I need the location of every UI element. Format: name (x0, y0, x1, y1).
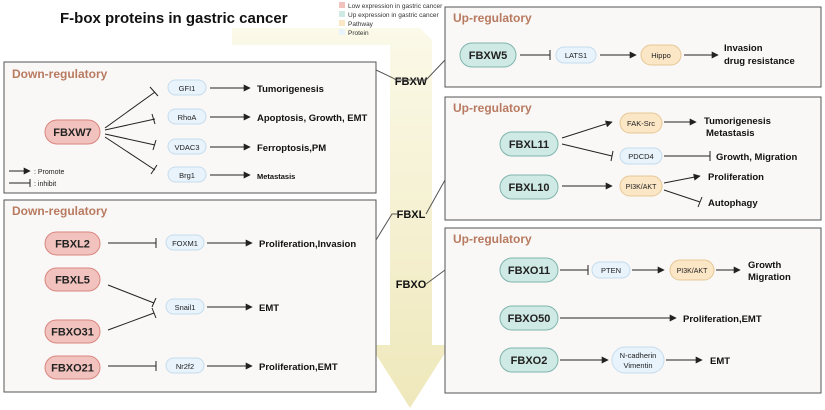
legend-promote-label: : Promote (34, 169, 64, 176)
legend-up-label: Up expression in gastric cancer (348, 12, 440, 19)
svg-text:Nr2f2: Nr2f2 (176, 362, 194, 371)
panel-up-fbxl-header: Up-regulatory (453, 101, 532, 115)
outcome-proliferation-emt-fbxo50: Proliferation,EMT (683, 314, 762, 325)
panel-up-fbxo-header: Up-regulatory (453, 232, 532, 246)
gene-fbxo50: FBXO50 (499, 305, 559, 331)
figure-title: F-box proteins in gastric cancer (60, 10, 288, 27)
down-fbxl-edges (107, 238, 253, 371)
svg-text:LATS1: LATS1 (565, 51, 587, 60)
family-label-fbxo: FBXO (396, 279, 427, 291)
svg-text:RhoA: RhoA (178, 113, 197, 122)
fbxw7-edges (104, 84, 251, 179)
outcome-drug-resistance: drug resistance (724, 56, 795, 67)
protein-nr2f2: Nr2f2 (165, 357, 205, 374)
svg-text:FBXO50: FBXO50 (508, 313, 551, 325)
svg-text:FBXL2: FBXL2 (55, 239, 90, 251)
gene-fbxw5: FBXW5 (459, 42, 517, 68)
outcome-proliferation-invasion: Proliferation,Invasion (259, 239, 356, 250)
top-legend: Low expression in gastric cancer Up expr… (339, 2, 443, 37)
outcome-proliferation-emt: Proliferation,EMT (259, 362, 338, 373)
family-label-fbxl: FBXL (397, 209, 426, 221)
protein-pten: PTEN (591, 261, 631, 279)
svg-text:FBXL10: FBXL10 (509, 182, 550, 194)
protein-snail1: Snail1 (165, 298, 205, 315)
outcome-tumorigenesis-fak: Tumorigenesis (704, 116, 771, 127)
gene-fbxl5: FBXL5 (44, 267, 101, 292)
svg-text:PTEN: PTEN (601, 266, 621, 275)
protein-vdac3: VDAC3 (167, 138, 207, 155)
panel-fbxw7-header: Down-regulatory (12, 67, 108, 81)
svg-text:Vimentin: Vimentin (623, 361, 652, 370)
gene-fbxl11: FBXL11 (499, 131, 559, 157)
svg-text:FBXO2: FBXO2 (511, 355, 548, 367)
svg-text:FBXW5: FBXW5 (469, 50, 508, 62)
protein-pdcd4: PDCD4 (619, 147, 663, 165)
protein-ncadherin-vimentin: N-cadherin Vimentin (611, 346, 665, 374)
pathway-pi3k-akt-fbxl10: PI3K/AKT (619, 175, 663, 197)
svg-text:Brg1: Brg1 (179, 171, 195, 180)
panel-down-fbxl-header: Down-regulatory (12, 204, 108, 218)
protein-foxm1: FOXM1 (165, 234, 205, 251)
pathway-pi3k-akt-fbxo11: PI3K/AKT (669, 259, 715, 281)
svg-text:FBXL5: FBXL5 (55, 275, 90, 287)
outcome-autophagy: Autophagy (708, 198, 758, 209)
family-connectors (375, 59, 446, 285)
gene-fbxo21: FBXO21 (44, 355, 101, 380)
outcome-invasion: Invasion (724, 43, 763, 54)
outcome-ferroptosis-pm: Ferroptosis,PM (257, 143, 326, 154)
svg-text:PI3K/AKT: PI3K/AKT (626, 184, 657, 191)
gene-fbxw7: FBXW7 (44, 119, 101, 145)
gene-fbxl2: FBXL2 (44, 231, 101, 256)
fbxw5-edges (520, 50, 719, 60)
svg-text:GFI1: GFI1 (179, 84, 196, 93)
svg-text:FOXM1: FOXM1 (172, 239, 198, 248)
legend-low-label: Low expression in gastric cancer (348, 3, 443, 10)
svg-text:VDAC3: VDAC3 (174, 143, 199, 152)
promote-inhibit-legend (9, 167, 31, 187)
svg-text:PDCD4: PDCD4 (628, 152, 653, 161)
outcome-growth: Growth (748, 260, 781, 271)
outcome-emt: EMT (259, 303, 279, 314)
outcome-migration: Migration (748, 272, 791, 283)
outcome-emt-fbxo2: EMT (710, 356, 730, 367)
protein-gfi1: GFI1 (167, 79, 207, 96)
legend-pathway-label: Pathway (348, 21, 374, 28)
legend-protein-label: Protein (348, 30, 369, 37)
gene-fbxo2: FBXO2 (499, 347, 559, 373)
protein-brg1: Brg1 (167, 166, 207, 183)
family-label-fbxw: FBXW (395, 76, 428, 88)
gene-fbxo31: FBXO31 (44, 319, 101, 344)
up-fbxl-edges (561, 118, 711, 208)
svg-text:PI3K/AKT: PI3K/AKT (677, 268, 708, 275)
svg-text:Snail1: Snail1 (175, 303, 196, 312)
legend-pathway-swatch (339, 20, 345, 26)
up-fbxo-edges (560, 265, 741, 364)
outcome-metastasis: Metastasis (257, 172, 295, 181)
svg-text:FBXW7: FBXW7 (53, 127, 92, 139)
legend-low-swatch (339, 2, 345, 8)
svg-text:Hippo: Hippo (651, 51, 671, 60)
panel-fbxw5-header: Up-regulatory (453, 11, 532, 25)
svg-text:FBXO31: FBXO31 (51, 327, 94, 339)
outcome-tumorigenesis: Tumorigenesis (257, 84, 324, 95)
legend-protein-swatch (339, 29, 345, 35)
svg-text:FBXL11: FBXL11 (509, 139, 549, 151)
svg-text:FBXO11: FBXO11 (508, 265, 550, 277)
protein-rhoa: RhoA (167, 108, 207, 125)
pathway-hippo: Hippo (640, 44, 682, 66)
gene-fbxl10: FBXL10 (499, 174, 559, 200)
central-arrow-band (232, 28, 450, 408)
legend-inhibit-label: : inhibit (34, 181, 56, 188)
svg-text:FBXO21: FBXO21 (51, 363, 94, 375)
svg-text:FAK-Src: FAK-Src (627, 119, 655, 128)
gene-fbxo11: FBXO11 (499, 257, 559, 283)
svg-text:N-cadherin: N-cadherin (620, 351, 657, 360)
outcome-growth-migration: Growth, Migration (716, 152, 797, 163)
protein-lats1: LATS1 (555, 46, 597, 64)
pathway-fak-src: FAK-Src (619, 112, 663, 134)
outcome-apoptosis-growth-emt: Apoptosis, Growth, EMT (257, 113, 367, 124)
outcome-metastasis-fak: Metastasis (706, 128, 755, 139)
legend-up-swatch (339, 11, 345, 17)
outcome-proliferation-pi3k: Proliferation (708, 172, 764, 183)
